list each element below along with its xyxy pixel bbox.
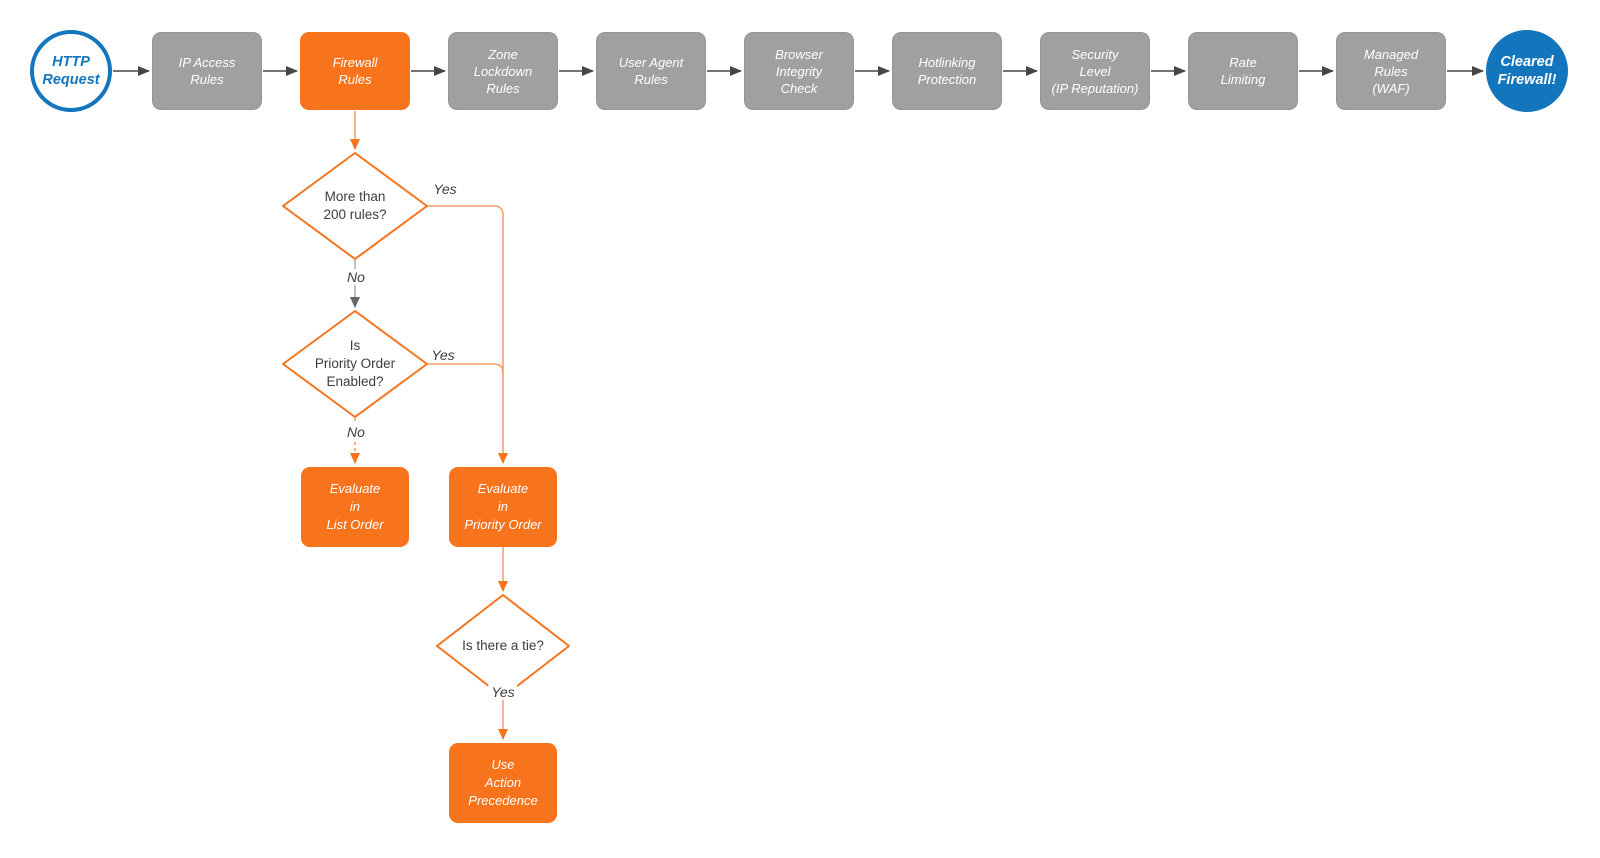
edge-label-no2: No xyxy=(344,424,368,440)
edge-label-yes2: Yes xyxy=(428,347,458,363)
step-label: Zone Lockdown Rules xyxy=(473,46,533,96)
decision2-diamond xyxy=(282,310,428,418)
start-node-label: HTTP Request xyxy=(42,54,100,88)
end-node-label: Cleared Firewall! xyxy=(1497,54,1557,88)
decision-priority-order-enabled: Is Priority Order Enabled? xyxy=(314,338,396,389)
step-browser-integrity-check: Browser Integrity Check xyxy=(744,32,854,110)
step-label: Firewall Rules xyxy=(332,55,378,87)
action-evaluate-list-order: Evaluate in List Order xyxy=(301,467,409,547)
step-hotlinking-protection: Hotlinking Protection xyxy=(892,32,1002,110)
decision1-diamond xyxy=(282,152,428,260)
step-label: Rate Limiting xyxy=(1220,55,1266,87)
end-node-cleared-firewall: Cleared Firewall! xyxy=(1486,30,1568,112)
step-label: User Agent Rules xyxy=(618,55,684,87)
step-security-level: Security Level (IP Reputation) xyxy=(1040,32,1150,110)
edge-label-yes3: Yes xyxy=(488,684,518,700)
step-user-agent-rules: User Agent Rules xyxy=(596,32,706,110)
step-firewall-rules: Firewall Rules xyxy=(300,32,410,110)
decision-more-than-200-rules: More than 200 rules? xyxy=(323,189,387,222)
step-label: Browser Integrity Check xyxy=(775,46,823,96)
decision-shapes xyxy=(282,152,570,698)
step-managed-rules-waf: Managed Rules (WAF) xyxy=(1336,32,1446,110)
step-zone-lockdown-rules: Zone Lockdown Rules xyxy=(448,32,558,110)
step-label: Security Level (IP Reputation) xyxy=(1051,46,1139,96)
step-label: Managed Rules (WAF) xyxy=(1363,46,1419,96)
action-label: Evaluate in List Order xyxy=(326,481,384,532)
edge-yes2-merge xyxy=(428,363,504,374)
action-label: Use Action Precedence xyxy=(468,757,538,808)
step-label: IP Access Rules xyxy=(178,55,236,87)
start-node-http-request: HTTP Request xyxy=(30,30,112,112)
action-use-action-precedence: Use Action Precedence xyxy=(449,743,557,823)
edge-yes1-to-priority xyxy=(428,205,508,464)
edge-label-yes1: Yes xyxy=(430,181,460,197)
action-evaluate-priority-order: Evaluate in Priority Order xyxy=(449,467,557,547)
action-label: Evaluate in Priority Order xyxy=(464,481,542,532)
step-ip-access-rules: IP Access Rules xyxy=(152,32,262,110)
step-label: Hotlinking Protection xyxy=(917,55,977,87)
decision-is-there-a-tie: Is there a tie? xyxy=(462,638,544,653)
edge-label-no1: No xyxy=(344,269,368,285)
step-rate-limiting: Rate Limiting xyxy=(1188,32,1298,110)
